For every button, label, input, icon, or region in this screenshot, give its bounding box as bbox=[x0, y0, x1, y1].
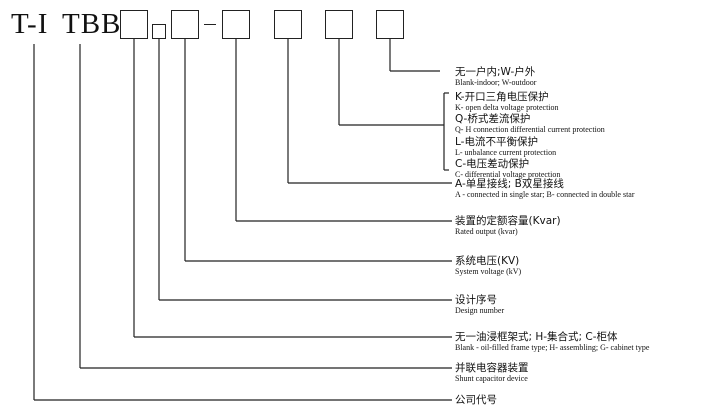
protection-l-label-zh: L-电流不平衡保护 bbox=[455, 136, 538, 148]
design-number-label-en: Design number bbox=[455, 306, 505, 315]
installation-label-zh: 无一户内;W-户外 bbox=[455, 66, 536, 78]
rated-output-label-en: Rated output (kvar) bbox=[455, 227, 518, 236]
rated-output-label-zh: 装置的定额容量(Kvar) bbox=[455, 215, 561, 227]
system-voltage-box bbox=[171, 10, 199, 39]
design-number-label-zh: 设计序号 bbox=[455, 294, 497, 306]
installation-label-en: Blank-indoor; W-outdoor bbox=[455, 78, 537, 87]
frame-type-box bbox=[120, 10, 148, 39]
device-label-zh: 并联电容器装置 bbox=[455, 362, 529, 374]
protection-c-label-zh: C-电压差动保护 bbox=[455, 158, 530, 170]
wiring-label-en: A - connected in single star; B- connect… bbox=[455, 190, 635, 199]
protection-l-label-en: L- unbalance current protection bbox=[455, 148, 557, 157]
wiring-label-zh: A-单星接线; B双星接线 bbox=[455, 178, 564, 190]
protection-box bbox=[325, 10, 353, 39]
frame-type-label-en: Blank - oil-filled frame type; H- assemb… bbox=[455, 343, 650, 352]
device-label-en: Shunt capacitor device bbox=[455, 374, 528, 383]
wiring-box bbox=[274, 10, 302, 39]
company-code-text: T-I bbox=[11, 8, 49, 40]
company-code-label-zh: 公司代号 bbox=[455, 394, 497, 406]
installation-box bbox=[376, 10, 404, 39]
frame-type-label-zh: 无一油浸框架式; H-集合式; C-柜体 bbox=[455, 331, 618, 343]
device-type-code-text: TBB bbox=[62, 8, 122, 40]
protection-q-label-en: Q- H connection differential current pro… bbox=[455, 125, 605, 134]
protection-k-label-zh: K-开口三角电压保护 bbox=[455, 91, 549, 103]
system-voltage-label-zh: 系统电压(KV) bbox=[455, 255, 520, 267]
protection-k-label-en: K- open delta voltage protection bbox=[455, 103, 559, 112]
separator-dash bbox=[204, 24, 216, 26]
rated-output-box bbox=[222, 10, 250, 39]
protection-q-label-zh: Q-桥式差流保护 bbox=[455, 113, 531, 125]
protection-c-label-en: C- differential voltage protection bbox=[455, 170, 561, 179]
system-voltage-label-en: System voltage (kV) bbox=[455, 267, 522, 276]
design-number-box bbox=[152, 24, 166, 39]
